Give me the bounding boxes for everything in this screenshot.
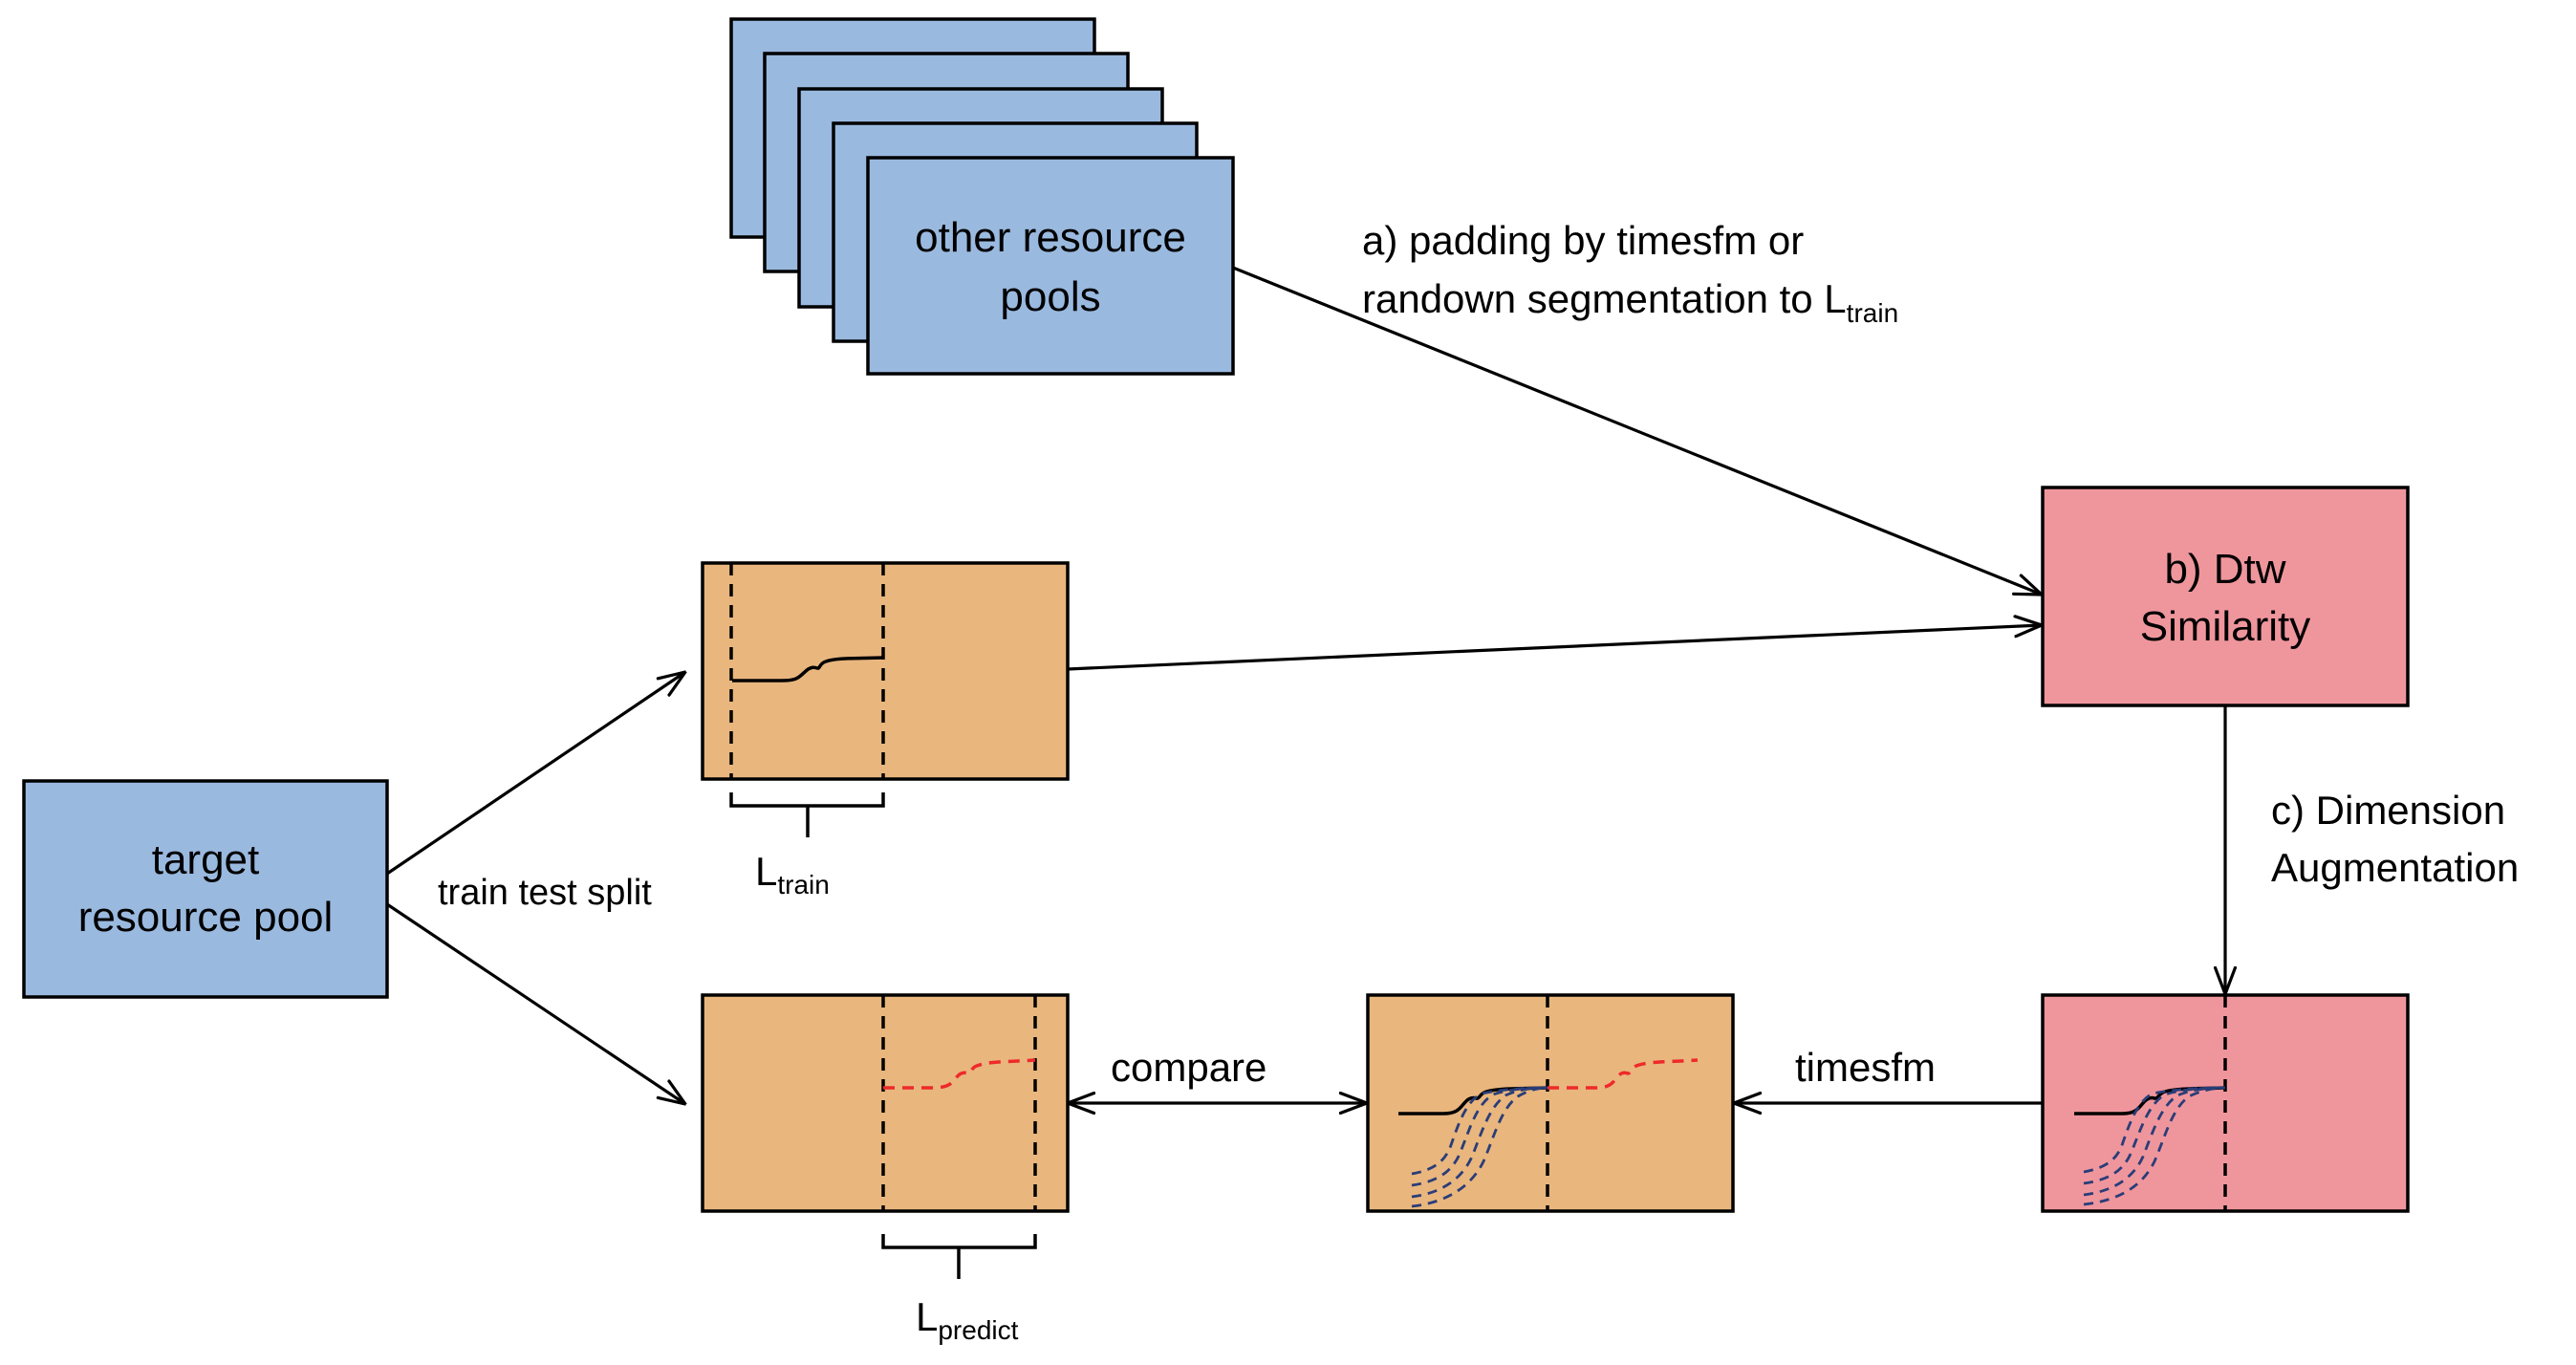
lpredict-main: L: [916, 1294, 938, 1339]
other-resource-pools-stack: other resource pools: [729, 17, 1235, 376]
arrow-split-to-train: [386, 672, 685, 876]
padding-label-line1: a) padding by timesfm or: [1362, 218, 1804, 263]
padding-label-subscript: train: [1847, 298, 1898, 328]
padding-label-main: randown segmentation to L: [1362, 276, 1847, 321]
test-segment-node: [701, 993, 1070, 1213]
lpredict-label: Lpredict: [916, 1294, 1019, 1345]
other-pools-label-line2: pools: [1000, 273, 1100, 320]
timesfm-label: timesfm: [1795, 1045, 1936, 1090]
target-pool-label-line1: target: [152, 836, 260, 883]
compare-label: compare: [1111, 1045, 1266, 1090]
augmented-curve-4: [1411, 1086, 1548, 1176]
test-segment-box: [701, 993, 1070, 1213]
train-segment-node: [701, 561, 1070, 781]
train-history-curve: [732, 656, 884, 682]
ltrain-bracket: Ltrain: [729, 792, 885, 899]
train-test-split-label: train test split: [438, 873, 652, 913]
forecast-result-node: [1366, 993, 1735, 1213]
augmentation-curve-4: [2083, 1086, 2226, 1174]
augmentation-curve-2: [2083, 1086, 2226, 1197]
other-pools-label-line1: other resource: [915, 214, 1186, 261]
augmentation-sample-curves: [2083, 1086, 2226, 1206]
dimension-label-line1: c) Dimension: [2271, 788, 2505, 833]
target-pool-node: target resource pool: [22, 779, 389, 999]
other-resource-pools-box: [866, 156, 1235, 376]
target-pool-label-line2: resource pool: [78, 894, 334, 941]
augmented-curve-3: [1411, 1086, 1548, 1208]
forecast-result-box: [1366, 993, 1735, 1213]
forecast-prediction-curve: [1548, 1058, 1699, 1090]
lpredict-bracket-shape: [881, 1234, 1037, 1279]
padding-label-line2: randown segmentation to Ltrain: [1362, 276, 1898, 328]
ltrain-main: L: [755, 849, 777, 894]
lpredict-bracket: Lpredict: [881, 1234, 1037, 1345]
dtw-label-line1: b) Dtw: [2164, 546, 2285, 593]
arrow-split-to-test: [386, 902, 685, 1104]
ltrain-bracket-shape: [729, 792, 885, 837]
ground-truth-curve: [883, 1058, 1036, 1090]
target-resource-pool-box: [22, 779, 389, 999]
dtw-similarity-box: [2041, 486, 2410, 707]
dimension-label-line2: Augmentation: [2271, 845, 2519, 890]
arrow-train-to-dtw: [1067, 625, 2042, 671]
dtw-similarity-node: b) Dtw Similarity: [2041, 486, 2410, 707]
ltrain-subscript: train: [777, 870, 829, 899]
train-segment-box: [701, 561, 1070, 781]
lpredict-subscript: predict: [938, 1315, 1018, 1345]
augmentation-curve-3: [2083, 1086, 2226, 1206]
ltrain-label: Ltrain: [755, 849, 830, 899]
augmented-sample-curves: [1411, 1086, 1548, 1208]
arrow-pools-to-dtw: [1232, 266, 2042, 595]
dtw-label-line2: Similarity: [2140, 603, 2310, 650]
augmentation-node: [2041, 993, 2410, 1213]
